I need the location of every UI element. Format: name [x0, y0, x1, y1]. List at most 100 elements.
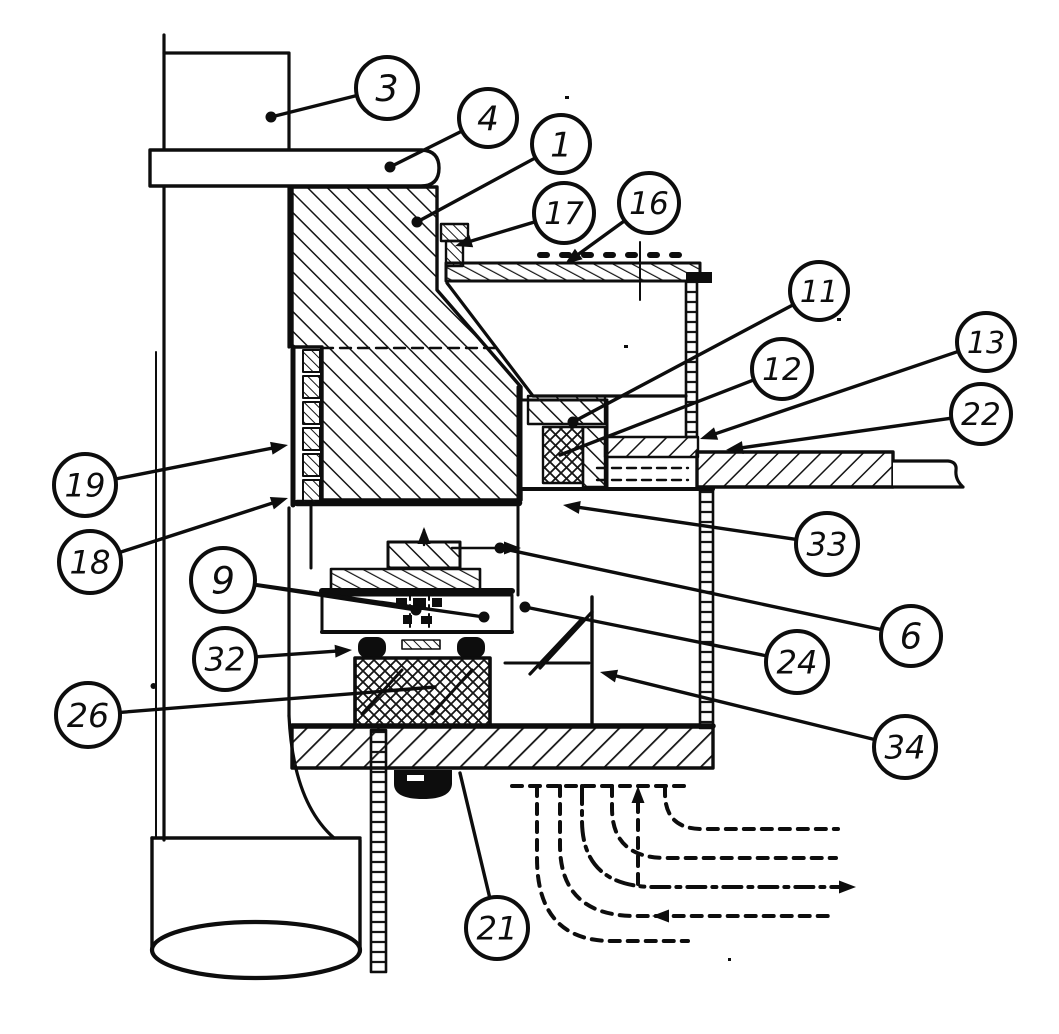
leader-arrow-17 [455, 234, 474, 248]
callout-circle-17 [532, 181, 596, 245]
callout-circle-22 [949, 382, 1013, 446]
callout-3: 3 [265, 55, 420, 123]
leader-line-12 [558, 378, 756, 457]
gusset-line [528, 618, 583, 676]
callout-circle-12 [750, 337, 814, 401]
leader-line-13 [705, 349, 961, 439]
arm-section [695, 450, 895, 489]
centerline-dot [150, 683, 157, 689]
callout-16: 16 [565, 171, 681, 264]
callout-24: 24 [519, 601, 830, 695]
callout-number-17: 17 [544, 196, 584, 232]
callout-circle-19 [52, 452, 118, 518]
leader-line-22 [732, 416, 953, 451]
arm-mount-band [603, 435, 700, 459]
bearing-assembly [517, 394, 715, 491]
packing-ring [302, 427, 321, 451]
callout-circle-1 [530, 113, 592, 175]
packing-ring [302, 349, 321, 373]
leader-line-16 [569, 218, 627, 261]
callout-circle-3 [354, 55, 420, 121]
leader-line-26 [118, 685, 437, 715]
callout-22: 22 [726, 382, 1013, 455]
bearing-spacer [581, 425, 607, 489]
callout-21: 21 [458, 771, 530, 961]
callout-number-13: 13 [967, 326, 1005, 361]
callout-circle-6 [879, 604, 943, 668]
callout-number-9: 9 [211, 559, 235, 603]
callout-34: 34 [600, 669, 938, 780]
speck [837, 318, 841, 321]
cover-corner-block [686, 272, 712, 283]
callout-number-18: 18 [69, 544, 110, 582]
seal-centerlines [409, 595, 430, 633]
leader-line-24 [523, 605, 769, 658]
callout-1: 1 [411, 113, 592, 228]
callout-circle-33 [794, 511, 860, 577]
support-arm [695, 450, 965, 489]
shaft-bell-end [149, 836, 363, 981]
spacer-strip [401, 639, 441, 650]
flange-outline [148, 148, 441, 188]
seal-carrier-block [386, 540, 462, 570]
labyrinth-tooth [396, 598, 407, 608]
leader-line-18 [117, 498, 283, 555]
speck [565, 96, 569, 99]
flow-up-arrow [631, 786, 645, 803]
flow-left-arrow [652, 909, 669, 923]
leader-dot-1 [411, 216, 423, 228]
oil-flow-lines [510, 784, 845, 943]
gland-seal-stack [290, 344, 322, 508]
callout-4: 4 [384, 87, 519, 173]
frame-rib [503, 595, 594, 728]
leader-line-1 [415, 156, 538, 224]
callout-circle-26 [54, 681, 122, 749]
callout-circle-9 [189, 546, 257, 614]
callout-18: 18 [57, 497, 288, 595]
drain-plug [394, 770, 452, 799]
cover-plate-section [444, 261, 702, 283]
arm-extension [891, 459, 965, 489]
callout-26: 26 [54, 681, 437, 749]
callout-number-34: 34 [884, 729, 925, 767]
leader-arrow-33 [563, 501, 581, 514]
leader-dot-4 [384, 161, 396, 173]
leader-arrow-22 [726, 441, 744, 455]
callout-19: 19 [52, 441, 288, 518]
callout-circle-34 [872, 714, 938, 780]
flow-line [558, 784, 834, 918]
callout-number-21: 21 [476, 910, 517, 948]
leader-dot-6 [494, 542, 506, 554]
leader-line-19 [113, 444, 282, 481]
callout-circle-24 [764, 629, 830, 695]
drain-plug-highlight [407, 775, 424, 781]
leader-line-6 [498, 546, 884, 632]
leader-line-34 [606, 672, 877, 742]
leader-line-33 [569, 504, 799, 542]
packing-ring [302, 479, 321, 504]
base-plate [289, 723, 716, 770]
leader-line-21 [458, 771, 492, 900]
leader-arrow-13 [700, 427, 719, 440]
callout-circle-18 [57, 529, 123, 595]
labyrinth-tooth [403, 615, 412, 624]
leader-arrow-16 [565, 248, 583, 264]
labyrinth-tooth [421, 616, 432, 624]
leader-line-11 [571, 302, 796, 424]
callout-33: 33 [563, 501, 860, 577]
callout-12: 12 [558, 337, 814, 457]
callout-number-26: 26 [67, 696, 109, 735]
leader-arrow-34 [600, 669, 619, 683]
callout-number-11: 11 [800, 275, 838, 310]
callout-circle-32 [192, 626, 258, 692]
o-ring [358, 637, 386, 658]
packing-ring [302, 401, 321, 425]
hub-block [290, 185, 523, 507]
lower-wall [698, 485, 715, 730]
callout-9: 9 [189, 546, 490, 623]
callout-number-24: 24 [776, 644, 817, 682]
callout-number-19: 19 [64, 467, 105, 505]
callout-circle-4 [457, 87, 519, 149]
flow-line [610, 784, 838, 860]
